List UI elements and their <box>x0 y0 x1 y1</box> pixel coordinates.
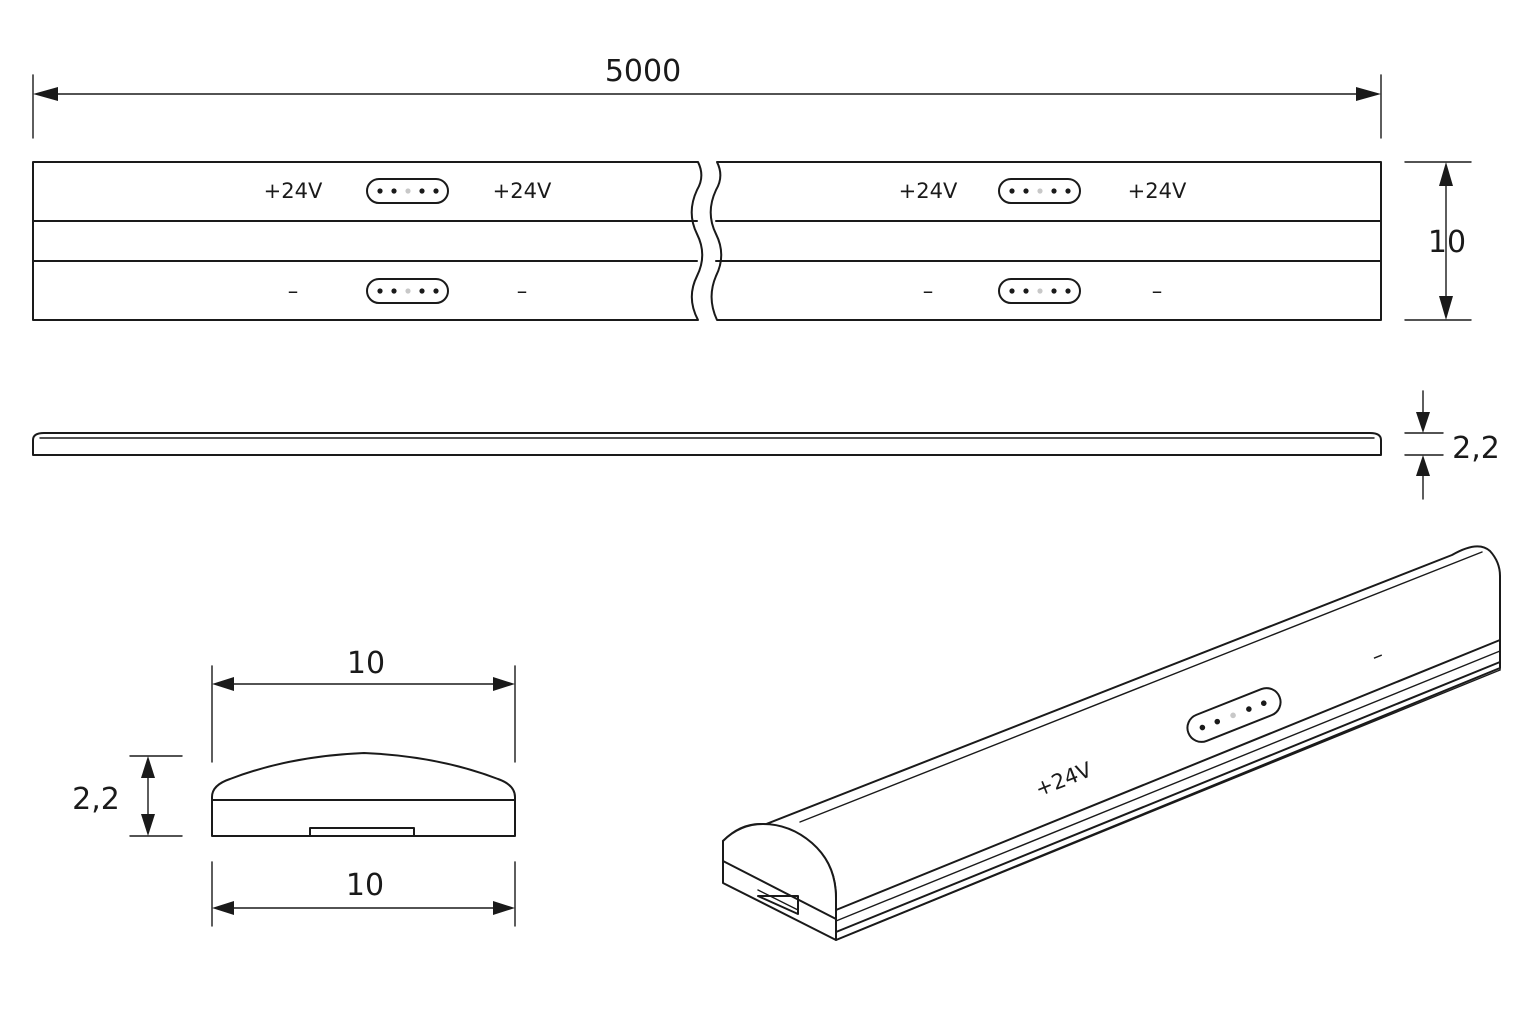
positive-label: +24V <box>493 179 552 203</box>
positive-label: +24V <box>1128 179 1187 203</box>
profile-height-value: 2,2 <box>72 782 120 817</box>
profile-top-width-value: 10 <box>347 646 385 681</box>
solder-pad <box>998 178 1081 204</box>
negative-label: – <box>923 279 934 303</box>
profile-bottom-width-dimension: 10 <box>211 861 516 927</box>
positive-label: +24V <box>899 179 958 203</box>
height-dimension: 2,2 <box>1404 390 1500 500</box>
positive-label: +24V <box>264 179 323 203</box>
negative-label: – <box>517 279 528 303</box>
strip-side-view <box>32 432 1382 456</box>
solder-pad <box>366 278 449 304</box>
profile-top-width-dimension: 10 <box>211 646 516 763</box>
solder-pad <box>366 178 449 204</box>
length-dimension: 5000 <box>32 54 1382 139</box>
negative-label: – <box>288 279 299 303</box>
width-dimension-value: 10 <box>1428 225 1466 260</box>
profile-bottom-width-value: 10 <box>346 868 384 903</box>
negative-label: – <box>1152 279 1163 303</box>
width-dimension: 10 <box>1404 161 1472 321</box>
profile-cross-section <box>211 752 516 837</box>
strip-isometric-view: +24V – <box>722 545 1501 941</box>
height-dimension-value: 2,2 <box>1452 431 1500 466</box>
strip-top-view: +24V +24V +24V +24V – – – – <box>32 161 1382 321</box>
length-dimension-value: 5000 <box>605 54 681 89</box>
solder-pad <box>1186 687 1282 743</box>
profile-height-dimension: 2,2 <box>72 755 183 837</box>
solder-pad <box>998 278 1081 304</box>
